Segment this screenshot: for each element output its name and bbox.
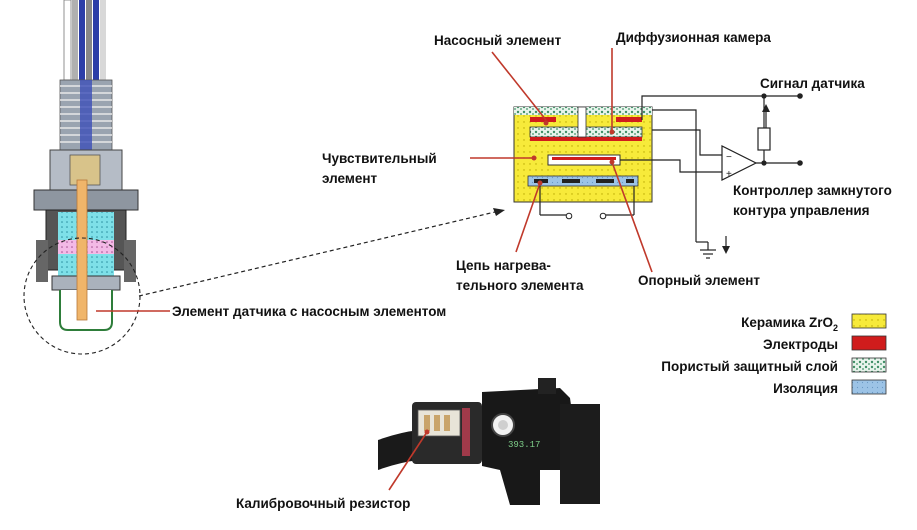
legend-label-ceramic: Керамика ZrO2 bbox=[741, 315, 838, 333]
label-sensor-element: Элемент датчика с насосным элементом bbox=[172, 304, 446, 319]
label-controller-2: контура управления bbox=[733, 203, 870, 218]
label-sensor-signal: Сигнал датчика bbox=[760, 76, 865, 91]
dot-pump bbox=[543, 120, 549, 126]
dot-calibration bbox=[424, 429, 430, 435]
svg-text:−: − bbox=[726, 152, 732, 163]
legend-swatch-porous bbox=[851, 357, 887, 373]
leader-reference bbox=[611, 161, 653, 273]
legend-swatch-ceramic bbox=[851, 313, 887, 329]
label-sensitive-1: Чувствительный bbox=[322, 151, 437, 166]
label-controller-1: Контроллер замкнутого bbox=[733, 183, 892, 198]
leader-calibration bbox=[388, 431, 428, 491]
label-calibration-resistor: Калибровочный резистор bbox=[236, 496, 410, 511]
sensor-cutaway bbox=[23, 0, 141, 355]
legend: Керамика ZrO2 Электроды Пористый защитны… bbox=[661, 313, 887, 396]
planar-element bbox=[513, 106, 653, 203]
dot-sensitive bbox=[531, 155, 537, 161]
connector-code: 393.17 bbox=[508, 440, 540, 450]
leader-heater bbox=[515, 182, 541, 253]
legend-label-insulation: Изоляция bbox=[773, 381, 838, 396]
label-heater-1: Цепь нагрева- bbox=[456, 258, 551, 273]
legend-swatch-electrodes bbox=[851, 335, 887, 351]
heater-terminal-left bbox=[565, 212, 573, 220]
dot-heater bbox=[537, 180, 543, 186]
legend-label-porous: Пористый защитный слой bbox=[661, 359, 838, 374]
leader-pump bbox=[491, 51, 547, 121]
signal-terminal bbox=[797, 93, 803, 99]
control-circuit: − + bbox=[620, 93, 800, 259]
label-diffusion-chamber: Диффузионная камера bbox=[616, 30, 771, 45]
output-terminal bbox=[797, 160, 803, 166]
label-heater-2: тельного элемента bbox=[456, 278, 584, 293]
label-reference-element: Опорный элемент bbox=[638, 273, 760, 288]
label-sensitive-2: элемент bbox=[322, 171, 377, 186]
connector-photo: 393.17 bbox=[378, 378, 600, 505]
legend-swatch-insulation bbox=[851, 379, 887, 395]
zoom-arrow-head bbox=[493, 208, 505, 216]
dot-diffusion bbox=[609, 129, 615, 135]
svg-text:+: + bbox=[726, 169, 732, 180]
label-pump-element: Насосный элемент bbox=[434, 33, 562, 48]
heater-terminal-right bbox=[599, 212, 607, 220]
dot-reference bbox=[609, 159, 615, 165]
legend-label-electrodes: Электроды bbox=[763, 337, 838, 352]
zoom-arrow bbox=[138, 211, 496, 297]
